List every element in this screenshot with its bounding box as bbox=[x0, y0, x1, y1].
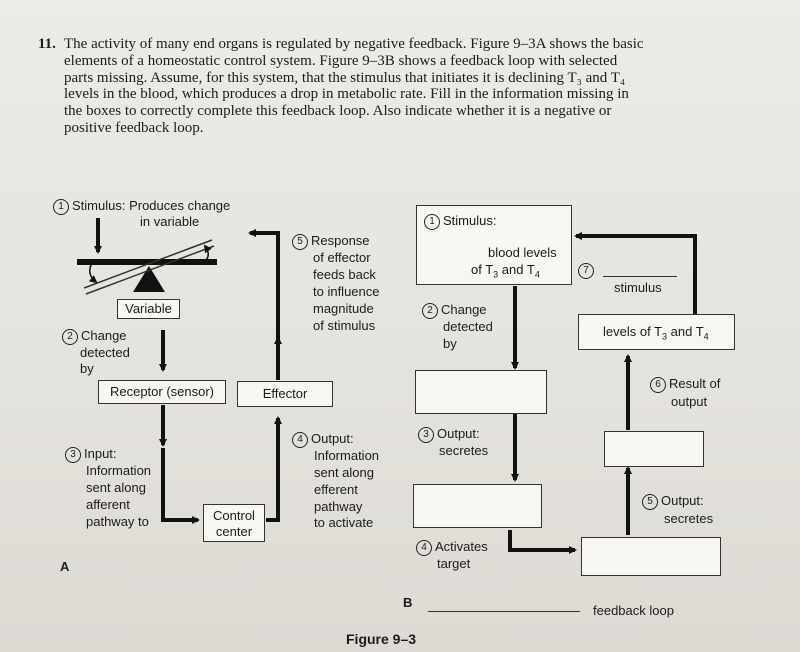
fb-step7-blank[interactable] bbox=[603, 276, 677, 277]
fb-effector-blank-box[interactable] bbox=[581, 537, 721, 576]
fb-receptor-blank-box[interactable] bbox=[415, 370, 547, 414]
feedback-loop-label: feedback loop bbox=[593, 603, 674, 618]
panel-b-letter: B bbox=[403, 595, 413, 610]
fa-effector-box: Effector bbox=[237, 381, 333, 407]
fa-variable-box: Variable bbox=[117, 299, 180, 319]
efferent-path bbox=[266, 416, 282, 522]
feedback-type-blank[interactable] bbox=[428, 611, 580, 612]
panel-a-letter: A bbox=[60, 559, 70, 574]
fb-stimulus-box bbox=[416, 205, 572, 285]
response-path bbox=[248, 229, 280, 338]
seesaw-icon bbox=[77, 239, 217, 295]
question-text: The activity of many end organs is regul… bbox=[64, 36, 644, 136]
fa-stimulus-line2: in variable bbox=[140, 214, 200, 229]
afferent-path bbox=[161, 448, 200, 524]
fb-levels-box: levels of T3 and T4 bbox=[578, 314, 735, 350]
figure-caption: Figure 9–3 bbox=[346, 631, 417, 647]
question-number: 11. bbox=[38, 36, 56, 52]
fb-step7-number: 7 bbox=[578, 262, 597, 279]
fb-result-blank-box[interactable] bbox=[604, 431, 704, 467]
fb-t3-t4-label: of T3 and T4 bbox=[471, 262, 540, 280]
fa-receptor-box: Receptor (sensor) bbox=[98, 380, 226, 404]
fb-control-blank-box[interactable] bbox=[413, 484, 542, 528]
